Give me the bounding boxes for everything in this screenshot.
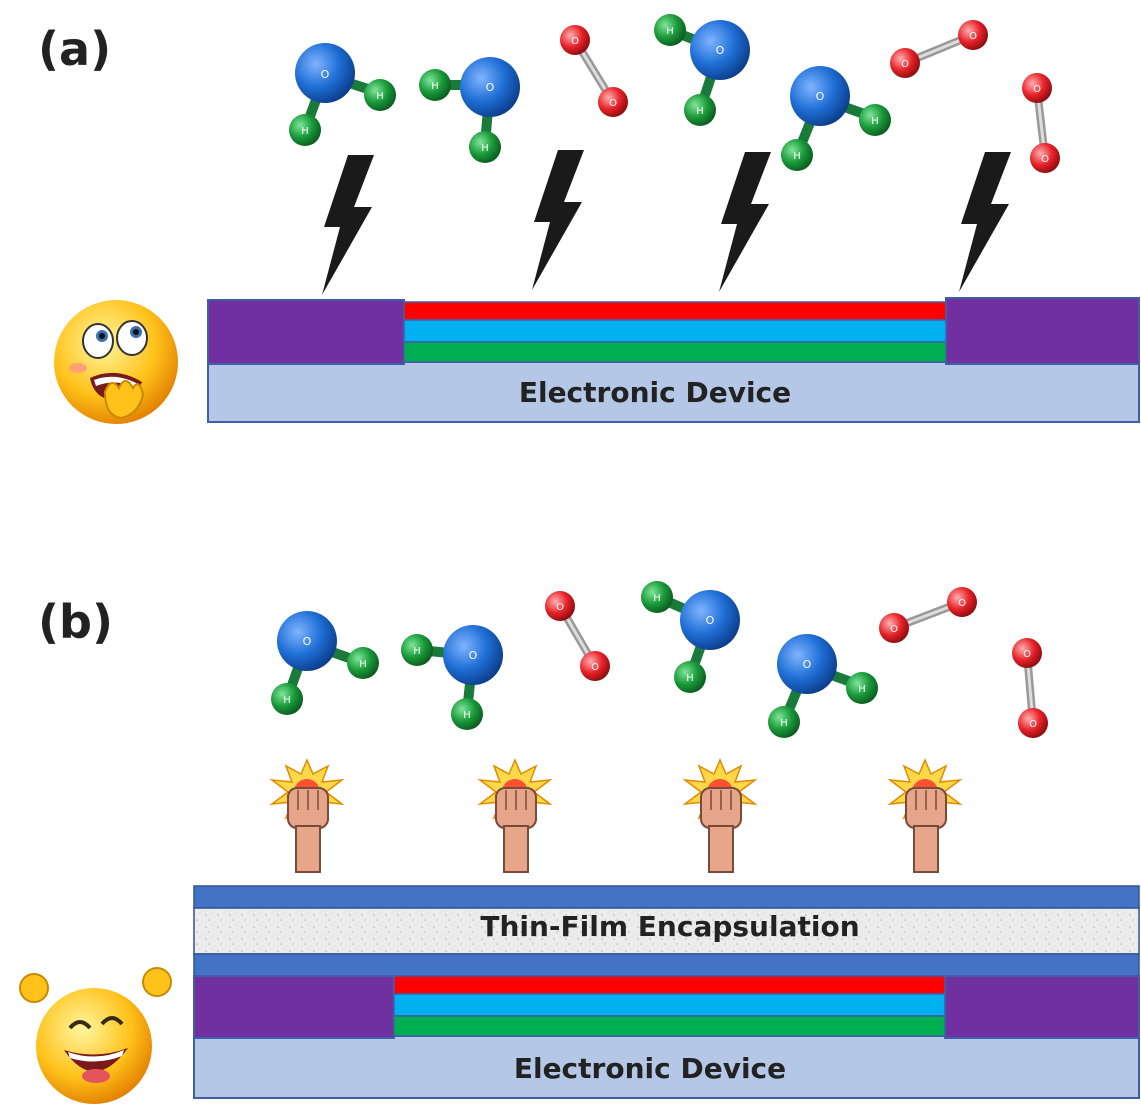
fist-icon	[477, 758, 553, 873]
lightning-icon	[719, 152, 771, 292]
atom-label: H	[780, 718, 788, 729]
red-layer	[393, 975, 946, 995]
encapsulation-top-border	[193, 885, 1140, 909]
atom-label: O	[958, 598, 966, 609]
atom-label: O	[591, 662, 599, 673]
atom-label: O	[486, 81, 495, 94]
water-molecule-icon: O H H	[401, 625, 503, 730]
atom-label: H	[376, 91, 384, 102]
atom-label: O	[803, 658, 812, 671]
atom-label: H	[359, 659, 367, 670]
lightning-icon	[322, 155, 374, 295]
atom-label: H	[793, 151, 801, 162]
lightning-icon	[532, 150, 584, 290]
atom-label: O	[609, 98, 617, 109]
atom-label: O	[901, 59, 909, 70]
atom-label: H	[301, 126, 309, 137]
atom-label: O	[816, 90, 825, 103]
green-layer	[403, 341, 947, 363]
atom-label: O	[1033, 84, 1041, 95]
encapsulation-bottom-border	[193, 953, 1140, 977]
oxygen-molecule-icon: O O	[1022, 73, 1060, 173]
water-molecule-icon: O H H	[654, 14, 750, 126]
green-layer	[393, 1015, 946, 1037]
fist-icon	[887, 758, 963, 873]
atom-label: O	[969, 31, 977, 42]
oxygen-molecule-icon: O O	[560, 25, 628, 117]
atom-label: H	[696, 106, 704, 117]
atom-label: O	[469, 649, 478, 662]
purple-block	[944, 975, 1140, 1039]
substrate-layer	[193, 1035, 1140, 1099]
happy-emoji-icon	[19, 967, 172, 1104]
atom-label: O	[1041, 154, 1049, 165]
device-stack-a	[207, 297, 1140, 423]
oxygen-molecule-icon: O O	[890, 20, 988, 78]
atom-label: H	[666, 26, 674, 37]
oxygen-molecule-icon: O O	[879, 587, 977, 643]
panel-b-label: (b)	[38, 595, 113, 649]
atom-label: H	[653, 593, 661, 604]
oxygen-molecule-icon: O O	[545, 591, 610, 681]
oxygen-molecule-icon: O O	[1012, 638, 1048, 738]
water-molecule-icon: O H H	[781, 66, 891, 171]
atom-label: O	[571, 36, 579, 47]
atom-label: O	[890, 624, 898, 635]
device-label-a: Electronic Device	[518, 376, 792, 409]
purple-block	[207, 299, 405, 365]
encapsulation-label: Thin-Film Encapsulation	[480, 910, 860, 943]
atom-label: O	[716, 44, 725, 57]
atom-label: H	[431, 81, 439, 92]
lightning-icon	[959, 152, 1011, 292]
atom-label: O	[321, 68, 330, 81]
water-molecule-icon: O H H	[768, 634, 878, 738]
water-molecule-icon: O H H	[419, 57, 520, 163]
atom-label: O	[706, 614, 715, 627]
water-molecule-icon: O H H	[641, 581, 740, 693]
purple-block	[193, 975, 395, 1039]
substrate-layer	[207, 361, 1140, 423]
water-molecule-icon: O H H	[271, 611, 379, 715]
panel-a-label: (a)	[38, 22, 112, 76]
atom-label: O	[1023, 649, 1031, 660]
atom-label: O	[556, 602, 564, 613]
atom-label: H	[413, 646, 421, 657]
atom-label: H	[686, 673, 694, 684]
water-molecule-icon: O H H	[289, 43, 396, 146]
device-label-b: Electronic Device	[513, 1052, 787, 1085]
atom-label: H	[858, 684, 866, 695]
scared-emoji-icon	[54, 300, 178, 424]
blue-layer	[393, 993, 946, 1017]
atom-label: O	[1029, 719, 1037, 730]
atom-label: H	[871, 116, 879, 127]
fist-icon	[682, 758, 758, 873]
atom-label: H	[463, 710, 471, 721]
atom-label: O	[303, 635, 312, 648]
atom-label: H	[283, 695, 291, 706]
fist-icon	[269, 758, 345, 873]
atom-label: H	[481, 143, 489, 154]
